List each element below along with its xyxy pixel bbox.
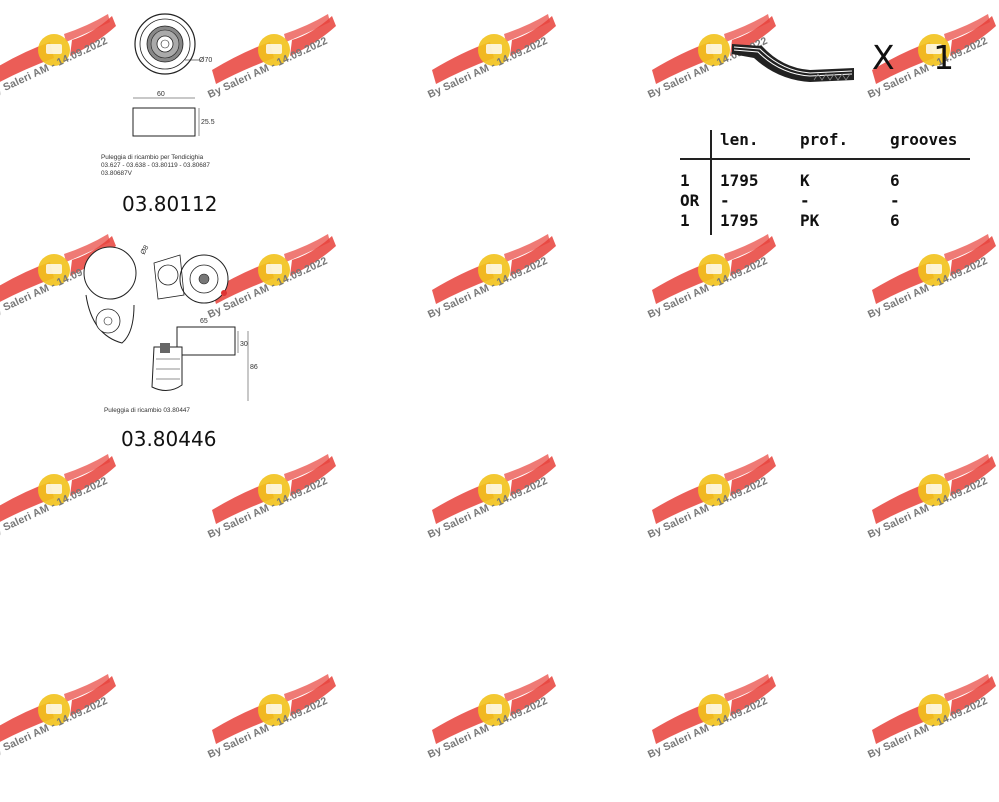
diameter-label: Ø70 [199,57,212,64]
table-divider-horizontal [680,158,970,160]
cell-qty: OR [680,190,700,210]
cell-length: 1795 [720,210,759,230]
winged-badge-icon [432,674,556,744]
winged-badge-icon [432,14,556,84]
watermark-logo: By Saleri AM - 14.09.2022 [0,672,152,802]
dimension-65: 65 [200,318,208,325]
pulley-note: Puleggia di ricambio per Tendicighia 03.… [101,154,210,177]
dimension-30: 30 [240,341,248,348]
header-qty [680,128,720,158]
watermark-logo: By Saleri AM - 14.09.2022 [646,672,812,802]
header-profile: prof. [800,130,849,149]
winged-badge-icon [432,454,556,524]
tensioner-note: Puleggia di ricambio 03.80447 [104,407,190,414]
cell-grooves: 6 [890,170,900,190]
part-number-1: 03.80112 [122,192,218,216]
cell-length: 1795 [720,170,759,190]
watermark-logo: By Saleri AM - 14.09.2022 [426,672,592,802]
table-header: len. prof. grooves [680,128,970,158]
belt-quantity: X 1 [872,38,969,77]
header-grooves: grooves [890,130,958,149]
winged-badge-icon [212,674,336,744]
winged-badge-icon [432,234,556,304]
v-ribbed-belt-icon [730,40,860,85]
winged-badge-icon [652,674,776,744]
height-dimension: 25.5 [201,119,215,126]
cell-grooves: 6 [890,210,900,230]
tensioner-drawing: Ø8 65 30 86 [72,235,262,410]
watermark-logo: By Saleri AM - 14.09.2022 [206,672,372,802]
watermark-logo: By Saleri AM - 14.09.2022 [866,12,999,142]
cell-length: - [720,190,730,210]
watermark-logo: By Saleri AM - 14.09.2022 [866,452,999,582]
watermark-logo: By Saleri AM - 14.09.2022 [426,12,592,142]
cell-qty: 1 [680,210,690,230]
table-row: 1 1795 PK 6 [680,210,970,230]
table-divider-vertical [710,130,712,235]
belt-spec-table: len. prof. grooves 1 1795 K 6 OR - - - 1… [680,128,970,230]
watermark-logo: By Saleri AM - 14.09.2022 [646,452,812,582]
table-row: OR - - - [680,190,970,210]
table-row: 1 1795 K 6 [680,170,970,190]
winged-badge-icon [652,454,776,524]
watermark-logo: By Saleri AM - 14.09.2022 [206,12,372,142]
winged-badge-icon [212,454,336,524]
watermark-logo: By Saleri AM - 14.09.2022 [206,452,372,582]
watermark-logo: By Saleri AM - 14.09.2022 [866,232,999,362]
dimension-86: 86 [250,364,258,371]
winged-badge-icon [0,674,116,742]
winged-badge-icon [872,454,996,524]
watermark-logo: By Saleri AM - 14.09.2022 [0,452,152,582]
watermark-logo: By Saleri AM - 14.09.2022 [646,232,812,362]
width-dimension: 60 [157,91,165,98]
winged-badge-icon [652,234,776,304]
mount-dimension: Ø8 [140,244,151,256]
watermark-logo: By Saleri AM - 14.09.2022 [426,232,592,362]
cell-profile: - [800,190,810,210]
pulley-drawing: Ø70 60 25.5 [95,10,235,145]
cell-grooves: - [890,190,900,210]
cell-profile: PK [800,210,820,230]
watermark-logo: By Saleri AM - 14.09.2022 [866,672,999,802]
part-number-2: 03.80446 [121,427,217,451]
winged-badge-icon [872,674,996,744]
winged-badge-icon [0,454,116,522]
cell-qty: 1 [680,170,690,190]
header-length: len. [720,130,759,149]
winged-badge-icon [872,234,996,304]
cell-profile: K [800,170,810,190]
watermark-logo: By Saleri AM - 14.09.2022 [426,452,592,582]
